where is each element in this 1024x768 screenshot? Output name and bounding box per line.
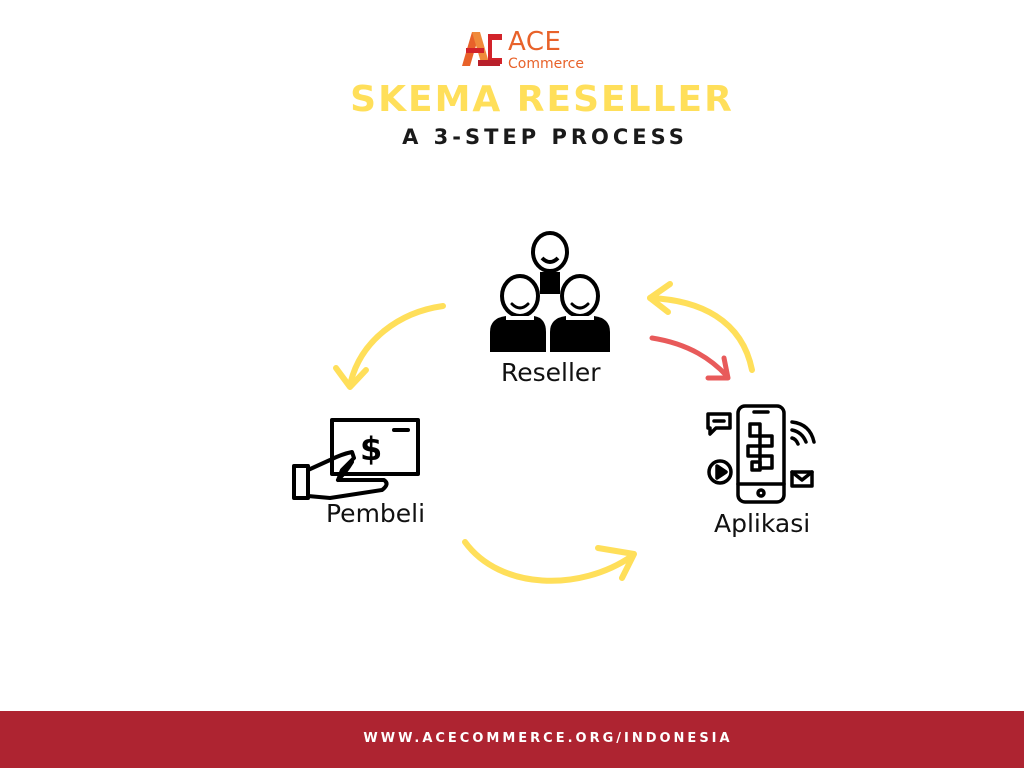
footer-bar: WWW.ACECOMMERCE.ORG/INDONESIA xyxy=(0,711,1024,768)
people-group-icon xyxy=(490,231,610,352)
ace-logo-mark-icon xyxy=(462,32,502,66)
arrow-reseller-to-aplikasi-head xyxy=(705,355,731,381)
node-label-aplikasi: Aplikasi xyxy=(714,509,811,538)
brand-logo: ACE Commerce xyxy=(458,26,598,74)
arrow-aplikasi-to-reseller xyxy=(647,295,755,373)
arrow-pembeli-to-aplikasi xyxy=(462,539,635,584)
arrow-reseller-to-aplikasi xyxy=(649,335,730,379)
brand-subname: Commerce xyxy=(508,56,584,72)
arrow-aplikasi-to-reseller-head xyxy=(647,281,673,315)
smartphone-app-icon xyxy=(706,404,816,504)
node-label-reseller: Reseller xyxy=(501,358,601,387)
brand-name: ACE xyxy=(508,27,562,57)
svg-text:$: $ xyxy=(360,430,382,468)
page-title: SKEMA RESELLER xyxy=(350,79,734,120)
arrow-reseller-to-pembeli-head xyxy=(333,365,369,390)
arrow-reseller-to-pembeli xyxy=(347,303,446,388)
page-subtitle: A 3-STEP PROCESS xyxy=(402,125,688,149)
arrow-pembeli-to-aplikasi-head xyxy=(595,545,637,581)
node-label-pembeli: Pembeli xyxy=(326,499,426,528)
hand-money-icon: $ xyxy=(292,418,420,500)
footer-url: WWW.ACECOMMERCE.ORG/INDONESIA xyxy=(363,731,733,746)
